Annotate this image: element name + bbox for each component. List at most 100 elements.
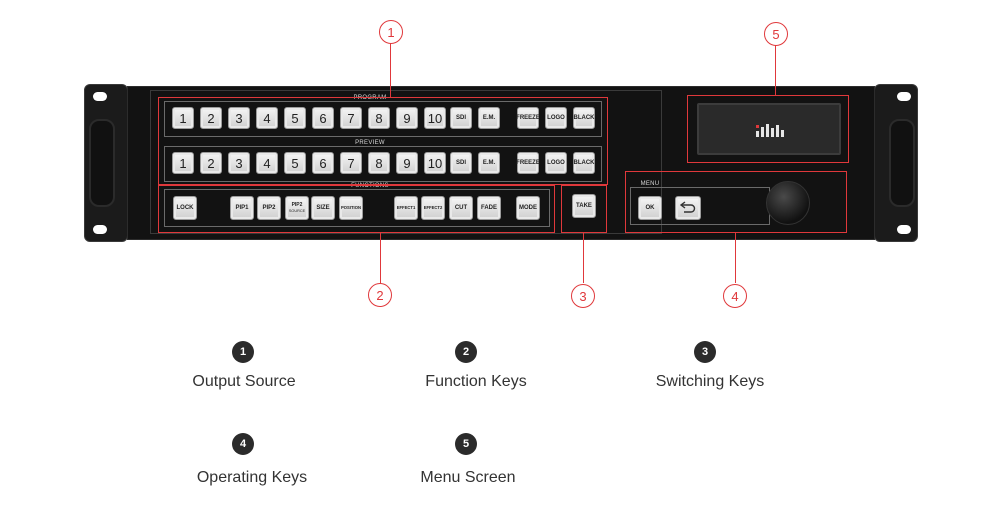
program-key-e-m[interactable]: E.M. <box>478 107 500 129</box>
function-key-label: EFFECT1 <box>396 204 416 210</box>
leader-line-4 <box>735 233 737 283</box>
callout-box-operating-keys <box>625 171 847 233</box>
marker-5: 5 <box>764 22 788 46</box>
legend-label-operating-keys: Operating Keys <box>196 469 308 486</box>
program-label: PROGRAM <box>353 95 387 101</box>
program-key-sdi[interactable]: SDI <box>450 107 472 129</box>
rotary-knob[interactable] <box>766 181 810 225</box>
leader-line-3 <box>583 233 585 283</box>
preview-key-5[interactable]: 5 <box>284 152 306 174</box>
program-key-black[interactable]: BLACK <box>573 107 595 129</box>
legend-number-3: 3 <box>694 341 716 363</box>
program-key-8[interactable]: 8 <box>368 107 390 129</box>
left-rack-ear <box>84 84 128 242</box>
function-key-position[interactable]: POSITION <box>339 196 363 220</box>
mount-hole <box>93 92 107 101</box>
leader-line-2 <box>380 233 382 283</box>
preview-key-6[interactable]: 6 <box>312 152 334 174</box>
callout-box-output-source <box>158 97 608 185</box>
marker-3: 3 <box>571 284 595 308</box>
program-key-4[interactable]: 4 <box>256 107 278 129</box>
return-arrow-icon <box>679 201 696 215</box>
right-handle <box>889 119 915 207</box>
function-key-label: MODE <box>519 205 537 211</box>
function-key-effect1[interactable]: EFFECT1 <box>394 196 418 220</box>
program-key-2[interactable]: 2 <box>200 107 222 129</box>
mount-hole <box>897 225 911 234</box>
function-key-pip2[interactable]: PIP2 <box>257 196 281 220</box>
function-key-pip1[interactable]: PIP1 <box>230 196 254 220</box>
preview-key-e-m[interactable]: E.M. <box>478 152 500 174</box>
menu-label: MENU <box>640 181 660 187</box>
marker-4: 4 <box>723 284 747 308</box>
mount-hole <box>897 92 911 101</box>
preview-key-black[interactable]: BLACK <box>573 152 595 174</box>
program-key-3[interactable]: 3 <box>228 107 250 129</box>
ok-key[interactable]: OK <box>638 196 662 220</box>
legend-number-2: 2 <box>455 341 477 363</box>
function-key-label: CUT <box>454 205 468 211</box>
program-row-frame <box>164 101 602 137</box>
function-key-fade[interactable]: FADE <box>477 196 501 220</box>
callout-box-menu-screen <box>687 95 849 163</box>
preview-key-logo[interactable]: LOGO <box>545 152 567 174</box>
keypad-section-frame <box>150 90 662 234</box>
program-key-9[interactable]: 9 <box>396 107 418 129</box>
program-key-7[interactable]: 7 <box>340 107 362 129</box>
function-key-label: PIP1 <box>235 205 249 211</box>
preview-key-4[interactable]: 4 <box>256 152 278 174</box>
legend-label-output-source: Output Source <box>192 373 296 390</box>
program-key-6[interactable]: 6 <box>312 107 334 129</box>
program-key-5[interactable]: 5 <box>284 107 306 129</box>
function-key-label: POSITION <box>340 204 361 210</box>
marker-2: 2 <box>368 283 392 307</box>
program-key-logo[interactable]: LOGO <box>545 107 567 129</box>
function-key-cut[interactable]: CUT <box>449 196 473 220</box>
back-key[interactable] <box>675 196 701 220</box>
leader-line-1 <box>390 43 392 97</box>
legend-label-function-keys: Function Keys <box>425 373 527 390</box>
legend-label-menu-screen: Menu Screen <box>420 469 516 486</box>
preview-key-3[interactable]: 3 <box>228 152 250 174</box>
functions-label: FUNCTIONS <box>351 183 389 189</box>
function-key-size[interactable]: SIZE <box>311 196 335 220</box>
function-key-label: EFFECT2 <box>423 204 443 210</box>
preview-key-sdi[interactable]: SDI <box>450 152 472 174</box>
left-handle <box>89 119 115 207</box>
callout-box-switching-keys <box>561 185 607 233</box>
take-key[interactable]: TAKE <box>572 194 596 218</box>
legend-number-1: 1 <box>232 341 254 363</box>
menu-display-screen <box>697 103 841 155</box>
function-key-label: SIZE <box>316 205 330 211</box>
legend-number-5: 5 <box>455 433 477 455</box>
program-key-10[interactable]: 10 <box>424 107 446 129</box>
legend-label-switching-keys: Switching Keys <box>655 373 765 390</box>
program-key-1[interactable]: 1 <box>172 107 194 129</box>
preview-key-2[interactable]: 2 <box>200 152 222 174</box>
function-key-effect2[interactable]: EFFECT2 <box>421 196 445 220</box>
function-key-lock[interactable]: LOCK <box>173 196 197 220</box>
functions-row-frame <box>164 189 550 227</box>
preview-label: PREVIEW <box>355 140 385 146</box>
preview-key-10[interactable]: 10 <box>424 152 446 174</box>
function-key-mode[interactable]: MODE <box>516 196 540 220</box>
preview-row-frame <box>164 146 602 182</box>
preview-key-1[interactable]: 1 <box>172 152 194 174</box>
preview-key-7[interactable]: 7 <box>340 152 362 174</box>
legend-number-4: 4 <box>232 433 254 455</box>
preview-key-9[interactable]: 9 <box>396 152 418 174</box>
callout-box-function-keys <box>158 185 555 233</box>
right-rack-ear <box>874 84 918 242</box>
function-key-label: PIP2 <box>262 205 276 211</box>
program-key-freeze[interactable]: FREEZE <box>516 107 540 129</box>
preview-key-freeze[interactable]: FREEZE <box>516 152 540 174</box>
function-key-label: PIP2 <box>291 202 303 209</box>
function-key-sublabel: SOURCE <box>288 208 306 213</box>
marker-1: 1 <box>379 20 403 44</box>
mount-hole <box>93 225 107 234</box>
function-key-label: LOCK <box>176 205 194 211</box>
preview-key-8[interactable]: 8 <box>368 152 390 174</box>
leader-line-5 <box>775 45 777 95</box>
display-level-icon <box>756 124 784 137</box>
